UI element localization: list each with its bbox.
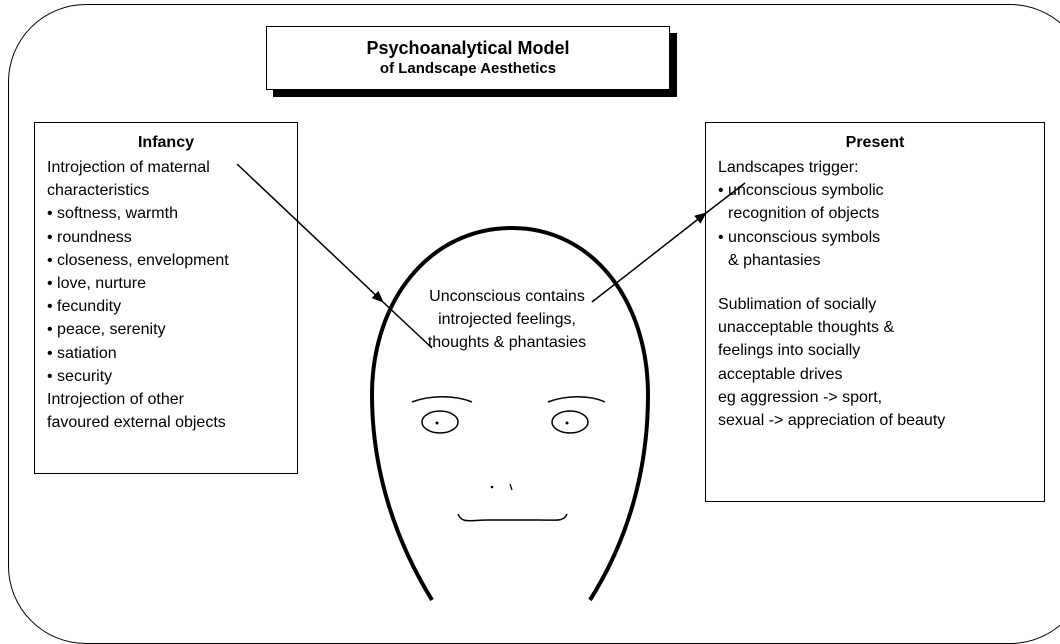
left-eye (421, 410, 459, 434)
infancy-line: • love, nurture (47, 275, 146, 293)
infancy-text: Introjection of maternal characteristics… (35, 153, 297, 434)
sublimation-line: unacceptable thoughts & (718, 319, 895, 337)
present-bullet-1-cont: recognition of objects (728, 205, 880, 223)
title-line-1: Psychoanalytical Model (366, 38, 570, 58)
present-box: Present Landscapes trigger: • unconsciou… (705, 122, 1045, 502)
unconscious-line: thoughts & phantasies (427, 334, 587, 351)
unconscious-text: Unconscious contains introjected feeling… (382, 285, 632, 354)
present-intro: Landscapes trigger: (718, 159, 859, 176)
arrow-present-continuation (705, 182, 746, 214)
infancy-line: • softness, warmth (47, 205, 178, 223)
head-outline (369, 225, 651, 602)
left-pupil (435, 421, 439, 425)
infancy-line: • closeness, envelopment (47, 251, 229, 269)
infancy-line: favoured external objects (47, 414, 226, 432)
infancy-line: Introjection of maternal (47, 159, 210, 176)
present-bullet-1: • unconscious symbolic (718, 182, 884, 200)
title-line-2: of Landscape Aesthetics (379, 60, 557, 77)
nose-left (490, 485, 494, 489)
infancy-line: • fecundity (47, 298, 122, 316)
infancy-line: • roundness (47, 228, 132, 246)
infancy-heading: Infancy (137, 134, 194, 151)
unconscious-line: Unconscious contains (429, 288, 585, 305)
infancy-line: • security (47, 367, 113, 385)
right-eye (551, 410, 589, 434)
present-bullet-2-cont: & phantasies (728, 251, 821, 269)
right-eyebrow (547, 396, 606, 403)
present-text: Landscapes trigger: • unconscious symbol… (706, 153, 1044, 432)
infancy-box: Infancy Introjection of maternal charact… (34, 122, 298, 474)
infancy-line: characteristics (47, 182, 150, 200)
nose-right (509, 483, 513, 491)
infancy-line: Introjection of other (47, 391, 184, 409)
sublimation-line: sexual -> appreciation of beauty (718, 412, 946, 430)
left-eyebrow (411, 396, 473, 403)
arrow-infancy-to-unconscious (236, 163, 384, 303)
present-bullet-2: • unconscious symbols (718, 228, 881, 246)
infancy-line: • peace, serenity (47, 321, 166, 339)
unconscious-line: introjected feelings, (438, 311, 576, 328)
face-diagram (236, 163, 746, 602)
sublimation-line: Sublimation of socially (718, 296, 877, 314)
sublimation-line: eg aggression -> sport, (718, 388, 883, 406)
present-heading: Present (845, 134, 905, 151)
sublimation-line: acceptable drives (718, 365, 843, 383)
title-box: Psychoanalytical Model of Landscape Aest… (266, 26, 670, 90)
arrow-unconscious-to-present (591, 212, 707, 303)
infancy-line: • satiation (47, 344, 117, 362)
right-pupil (565, 421, 569, 425)
sublimation-line: feelings into socially (718, 342, 861, 360)
mouth (457, 513, 568, 522)
arrow-continuation (382, 301, 433, 349)
